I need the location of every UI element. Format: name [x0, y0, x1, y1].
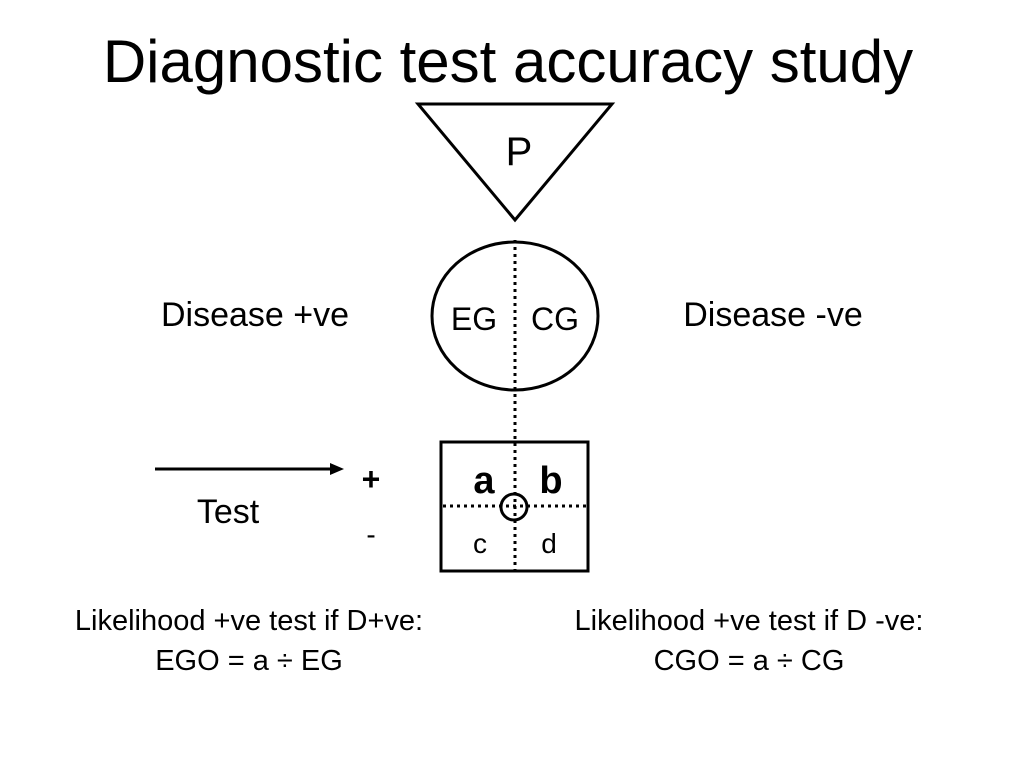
left-formula-line2: EGO = a ÷ EG: [155, 645, 343, 677]
test-negative-sign: -: [366, 519, 375, 550]
test-arrow-head: [330, 463, 344, 475]
left-formula-line1: Likelihood +ve test if D+ve:: [75, 605, 423, 637]
disease-negative-label: Disease -ve: [683, 296, 863, 334]
cell-c: c: [473, 528, 487, 559]
two-by-two-table: [439, 440, 590, 573]
test-label: Test: [197, 493, 260, 531]
cell-b: b: [539, 460, 562, 502]
cell-d: d: [541, 528, 557, 559]
cell-a: a: [473, 460, 495, 502]
control-group-label: CG: [531, 301, 579, 337]
right-formula-line1: Likelihood +ve test if D -ve:: [575, 605, 924, 637]
exposed-group-label: EG: [451, 301, 497, 337]
page-title: Diagnostic test accuracy study: [102, 28, 914, 95]
test-positive-sign: +: [362, 461, 381, 497]
cell-a-highlight-circle: [499, 492, 529, 522]
right-formula-line2: CGO = a ÷ CG: [654, 645, 845, 677]
population-triangle: [414, 102, 616, 223]
population-label: P: [506, 130, 533, 174]
disease-positive-label: Disease +ve: [161, 296, 349, 334]
